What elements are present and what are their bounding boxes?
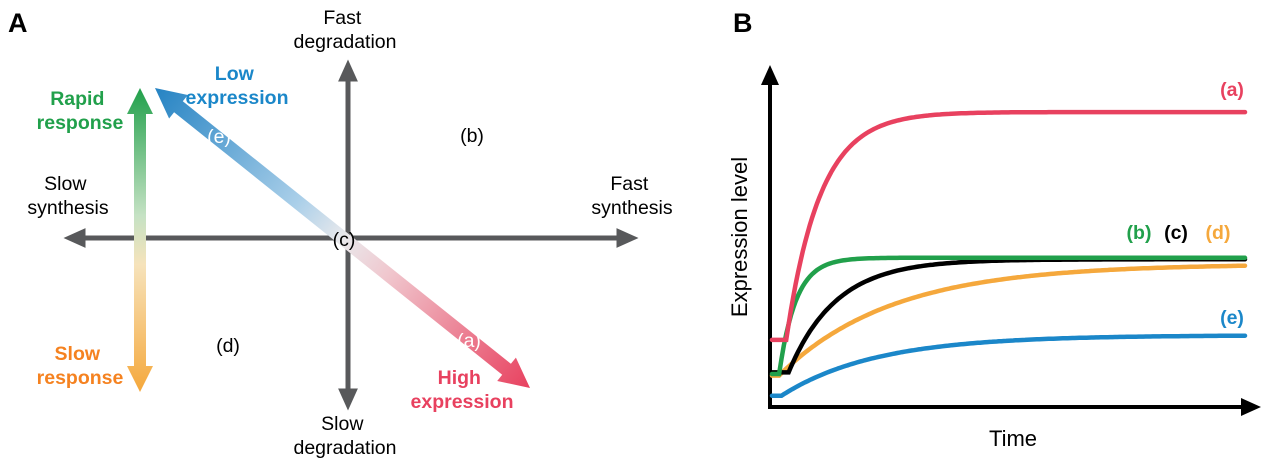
point-label-c: (c) [333, 229, 356, 251]
y-axis-label: Expression level [727, 157, 752, 317]
response-gradient-arrow [127, 88, 153, 392]
label-slow-response-line2: response [37, 367, 124, 389]
axis-label-fast-degradation: Fast degradation [293, 7, 396, 53]
point-label-b: (b) [460, 125, 484, 147]
label-rapid-response-line2: response [37, 112, 124, 134]
curve-b [769, 255, 1248, 377]
expression-gradient-arrow [155, 88, 530, 388]
axis-label-fast-degradation-line1: Fast [323, 7, 362, 29]
label-low-expression: Low expression [186, 63, 289, 109]
curve-d [769, 263, 1248, 378]
axis-label-slow-synthesis-line1: Slow [44, 173, 87, 195]
panel-a-letter: A [8, 8, 28, 38]
label-high-expression: High expression [411, 367, 514, 413]
panel-b: B Expression level Time (a) (b) (c) (d) … [727, 8, 1261, 451]
panel-b-letter: B [733, 8, 753, 38]
point-label-e: (e) [207, 126, 231, 148]
axis-label-slow-degradation-line2: degradation [293, 437, 396, 459]
axis-label-slow-synthesis: Slow synthesis [27, 173, 109, 219]
label-slow-response: Slow response [37, 343, 124, 389]
axis-label-fast-synthesis-line1: Fast [610, 173, 649, 195]
label-rapid-response-line1: Rapid [50, 88, 104, 110]
curve-label-d: (d) [1206, 222, 1231, 244]
curve-label-c: (c) [1164, 222, 1188, 244]
curve-label-a: (a) [1220, 79, 1244, 101]
label-rapid-response: Rapid response [37, 88, 124, 134]
label-slow-response-line1: Slow [55, 343, 101, 365]
axis-label-fast-synthesis-line2: synthesis [591, 197, 673, 219]
panel-a: A Fast degradation Slow degradation Slow… [8, 7, 673, 459]
axis-label-slow-degradation: Slow degradation [293, 413, 396, 459]
axis-label-slow-synthesis-line2: synthesis [27, 197, 109, 219]
label-low-expression-line2: expression [186, 87, 289, 109]
axis-label-fast-degradation-line2: degradation [293, 31, 396, 53]
curve-label-b: (b) [1127, 222, 1152, 244]
expression-curves [769, 109, 1248, 398]
label-low-expression-line1: Low [215, 63, 255, 85]
curve-e [769, 333, 1248, 398]
point-label-a: (a) [457, 330, 481, 352]
axis-label-slow-degradation-line1: Slow [321, 413, 364, 435]
curve-label-e: (e) [1220, 307, 1244, 329]
x-axis-label: Time [989, 426, 1037, 451]
label-high-expression-line1: High [438, 367, 481, 389]
label-high-expression-line2: expression [411, 391, 514, 413]
point-label-d: (d) [216, 335, 240, 357]
axis-label-fast-synthesis: Fast synthesis [591, 173, 673, 219]
curve-a [769, 109, 1248, 343]
